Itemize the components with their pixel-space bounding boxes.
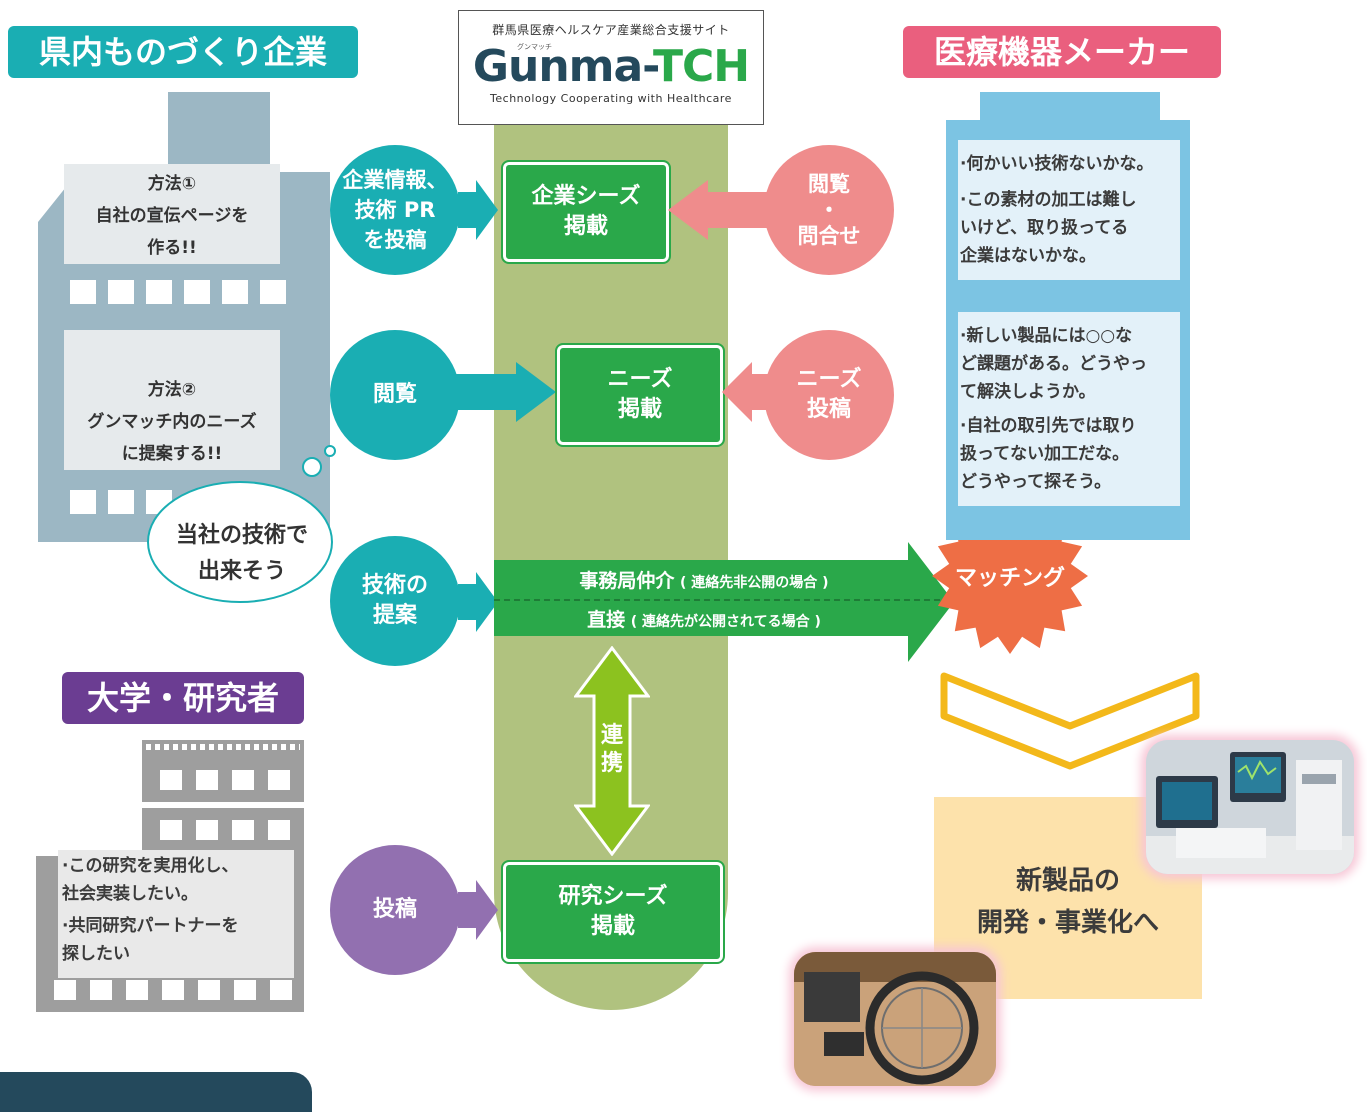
company-seeds-box: 企業シーズ 掲載 (501, 160, 671, 264)
result-text: 新製品の 開発・事業化へ (976, 866, 1159, 938)
route2-sub: ( 連絡先が公開されてる場合 ) (630, 614, 821, 630)
circle-browse-inquire: 閲覧 ・ 問合せ (764, 145, 894, 275)
route1-sub: ( 連絡先非公開の場合 ) (680, 575, 829, 591)
logo-accent: TCH (652, 41, 750, 92)
method1-panel: 方法① 自社の宣伝ページを 作る!! (64, 164, 280, 264)
maker-note2: ·この素材の加工は難し いけど、取り扱ってる 企業はないかな。 (960, 190, 1137, 266)
circle-post-pr: 企業情報、 技術 PR を投稿 (330, 145, 460, 275)
method2-panel: 方法② グンマッチ内のニーズ に提案する!! (64, 330, 280, 470)
bottom-tab (0, 1072, 312, 1112)
circle-propose: 技術の 提案 (330, 536, 460, 666)
thought-bubble-shape (147, 445, 336, 603)
medical-equipment-photo (1146, 740, 1354, 874)
arrow-propose (458, 572, 498, 632)
wheelchair-photo (794, 952, 996, 1086)
site-tagline: 群馬県医療ヘルスケア産業総合支援サイト (492, 23, 730, 37)
matching-label: マッチング (954, 566, 1065, 591)
company-label: 県内ものづくり企業 (8, 26, 358, 78)
arrow-browse-inquire (668, 180, 778, 240)
matching-arrow (494, 542, 954, 662)
maker-note-panel-1 (958, 140, 1180, 280)
site-subtitle: Technology Cooperating with Healthcare (490, 92, 732, 105)
site-logo-box: 群馬県医療ヘルスケア産業総合支援サイト グンマッチ Gunma-TCH Tech… (458, 10, 764, 125)
arrow-browse (456, 362, 556, 422)
maker-note1: ·何かいい技術ないかな。 (960, 154, 1154, 174)
university-label: 大学・研究者 (62, 672, 304, 724)
route2-main: 直接 (587, 609, 626, 631)
circle-post-needs: ニーズ 投稿 (764, 330, 894, 460)
circle-browse: 閲覧 (330, 330, 460, 460)
maker-note-panel-2 (958, 312, 1180, 506)
maker-label: 医療機器メーカー (903, 26, 1221, 78)
university-note1: ·この研究を実用化し、 社会実装したい。 (62, 856, 239, 904)
needs-box: ニーズ 掲載 (555, 343, 725, 447)
arrow-post-research (458, 880, 498, 940)
maker-note3: ·新しい製品には○○な ど課題がある。どうやっ て解決しようか。 (960, 326, 1147, 402)
logo-ruby: グンマッチ (517, 43, 552, 51)
route-direct: 直接 ( 連絡先が公開されてる場合 ) (494, 605, 914, 632)
site-logo: Gunma-TCH (459, 44, 763, 90)
thought-text: 当社の技術で 出来そう (175, 523, 308, 584)
route1-main: 事務局仲介 (579, 570, 675, 592)
result-chevron (940, 672, 1200, 770)
university-note-panel (58, 850, 294, 978)
maker-note4: ·自社の取引先では取り 扱ってない加工だな。 どうやって探そう。 (960, 416, 1137, 492)
university-note2: ·共同研究パートナーを 探したい (62, 916, 239, 964)
link-label: 連 携 (600, 723, 623, 776)
logo-main: Gunma- (472, 41, 654, 92)
research-seeds-box: 研究シーズ 掲載 (501, 860, 725, 964)
arrow-post-pr (458, 180, 498, 240)
route-intermediary: 事務局仲介 ( 連絡先非公開の場合 ) (494, 566, 914, 593)
link-double-arrow (574, 646, 650, 856)
circle-post-research: 投稿 (330, 845, 460, 975)
